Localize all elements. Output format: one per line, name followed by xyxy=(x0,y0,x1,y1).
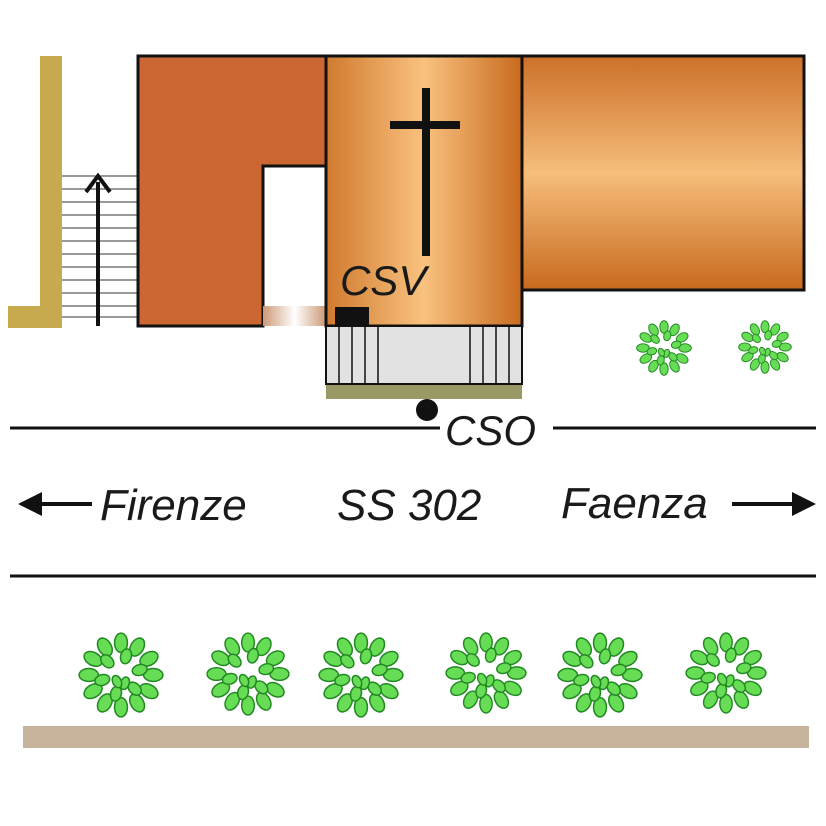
road-name-label: SS 302 xyxy=(337,481,481,530)
doorway-step xyxy=(263,306,326,326)
shrub-icon xyxy=(318,632,404,718)
sidewalk xyxy=(23,726,809,748)
destination-right-label: Faenza xyxy=(561,479,708,528)
terracotta-building xyxy=(136,54,328,328)
cso-label: CSO xyxy=(445,407,536,454)
church-wing xyxy=(520,54,806,292)
arrow-right-icon xyxy=(732,492,816,516)
arrow-left-icon xyxy=(18,492,92,516)
shrub-icon xyxy=(206,632,290,716)
csv-label: CSV xyxy=(340,257,430,304)
latin-cross-icon xyxy=(390,88,460,256)
destination-left-label: Firenze xyxy=(100,481,247,530)
shrub-icon xyxy=(636,320,692,376)
csv-marker xyxy=(335,307,369,325)
shrub-icon xyxy=(78,632,164,718)
arrow-up-icon xyxy=(84,172,112,326)
shrub-icon xyxy=(445,632,527,714)
point-marker-icon xyxy=(416,399,438,421)
ochre-wall xyxy=(8,56,62,328)
shrub-icon xyxy=(685,632,767,714)
shrub-icon xyxy=(738,320,792,374)
entrance-steps xyxy=(325,325,523,399)
shrub-icon xyxy=(557,632,643,718)
